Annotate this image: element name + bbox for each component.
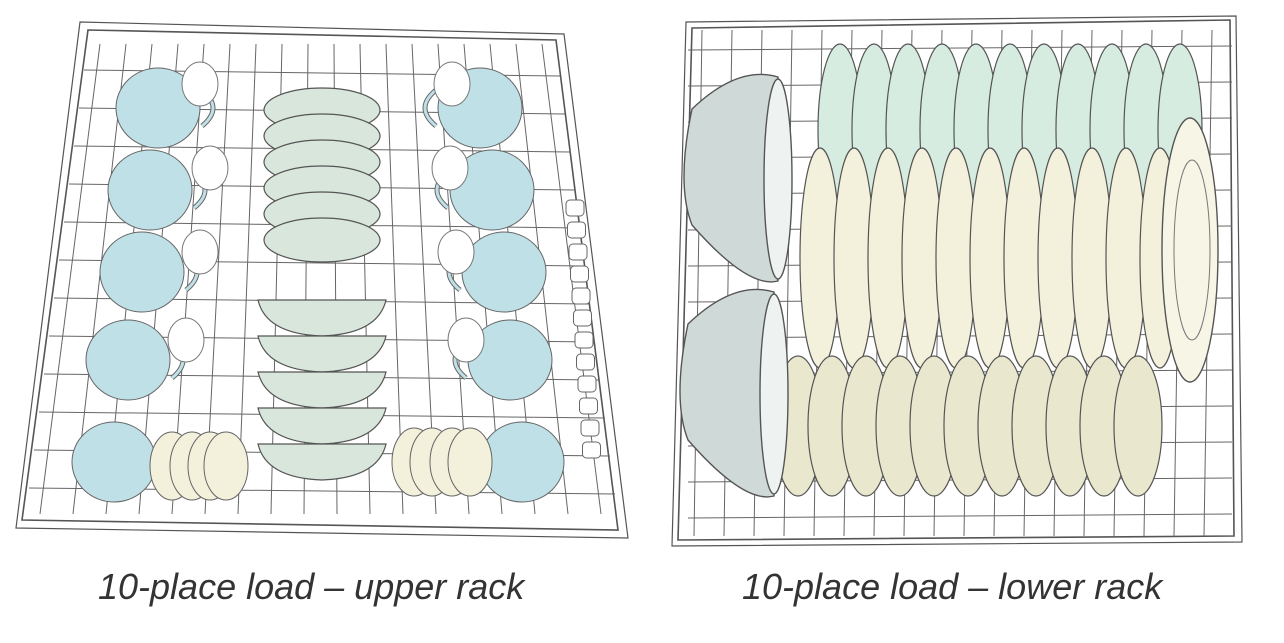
glass (167, 317, 205, 363)
upper-rack-side-rail (565, 199, 601, 459)
bowl (257, 407, 387, 445)
glass (191, 145, 229, 191)
rail-tine (577, 375, 597, 393)
platter-well (1173, 159, 1211, 341)
small-dish (203, 431, 249, 501)
glass (181, 61, 219, 107)
lower-rack-figure: 10-place load – lower rack (642, 0, 1284, 643)
rail-tine (582, 441, 601, 459)
rail-tine (570, 265, 589, 283)
bowl (257, 299, 387, 337)
rail-tine (565, 199, 585, 217)
lower-rack-side-plates (773, 355, 1163, 497)
small-dish (447, 427, 493, 497)
lower-rack-illustration (671, 15, 1243, 547)
rail-tine (580, 419, 600, 437)
glass (181, 229, 219, 275)
rail-tine (573, 309, 592, 327)
glass (431, 145, 469, 191)
upper-rack-bowls-stack-top (263, 87, 381, 263)
serving-bowl (683, 73, 793, 283)
rail-tine (579, 397, 598, 415)
rack-wire (687, 513, 1233, 519)
upper-rack-glasses (167, 61, 485, 363)
glass (437, 229, 475, 275)
bowl (263, 217, 381, 263)
mug (99, 231, 200, 313)
upper-rack-bowls-stack-bottom (257, 299, 387, 481)
upper-rack-wire-frame (15, 21, 629, 539)
lower-rack-caption: 10-place load – lower rack (742, 566, 1163, 607)
glass (447, 317, 485, 363)
mug (107, 149, 208, 231)
upper-rack-small-dishes-right (391, 427, 493, 497)
rack-wire (39, 43, 101, 515)
mug (115, 67, 216, 149)
rack-wire (237, 43, 257, 515)
upper-rack-illustration (15, 21, 629, 539)
rail-tine (571, 287, 591, 305)
rail-tine (576, 353, 595, 371)
lower-rack-serving-bowls (679, 73, 793, 498)
bowl (257, 443, 387, 481)
upper-rack-figure: 10-place load – upper rack (15, 21, 629, 607)
side-plate (1113, 355, 1163, 497)
rail-tine (567, 221, 586, 239)
serving-bowl (679, 288, 789, 498)
rail-tine (568, 243, 588, 261)
upper-rack-mugs-left (71, 67, 216, 503)
lower-rack-dinner-plates (799, 147, 1181, 369)
mug (85, 319, 186, 401)
upper-rack-caption: 10-place load – upper rack (98, 566, 525, 607)
upper-rack-small-dishes-left (149, 431, 249, 501)
glass (433, 61, 471, 107)
rail-tine (574, 331, 594, 349)
bowl (257, 371, 387, 409)
lower-rack-platter (1161, 117, 1219, 383)
